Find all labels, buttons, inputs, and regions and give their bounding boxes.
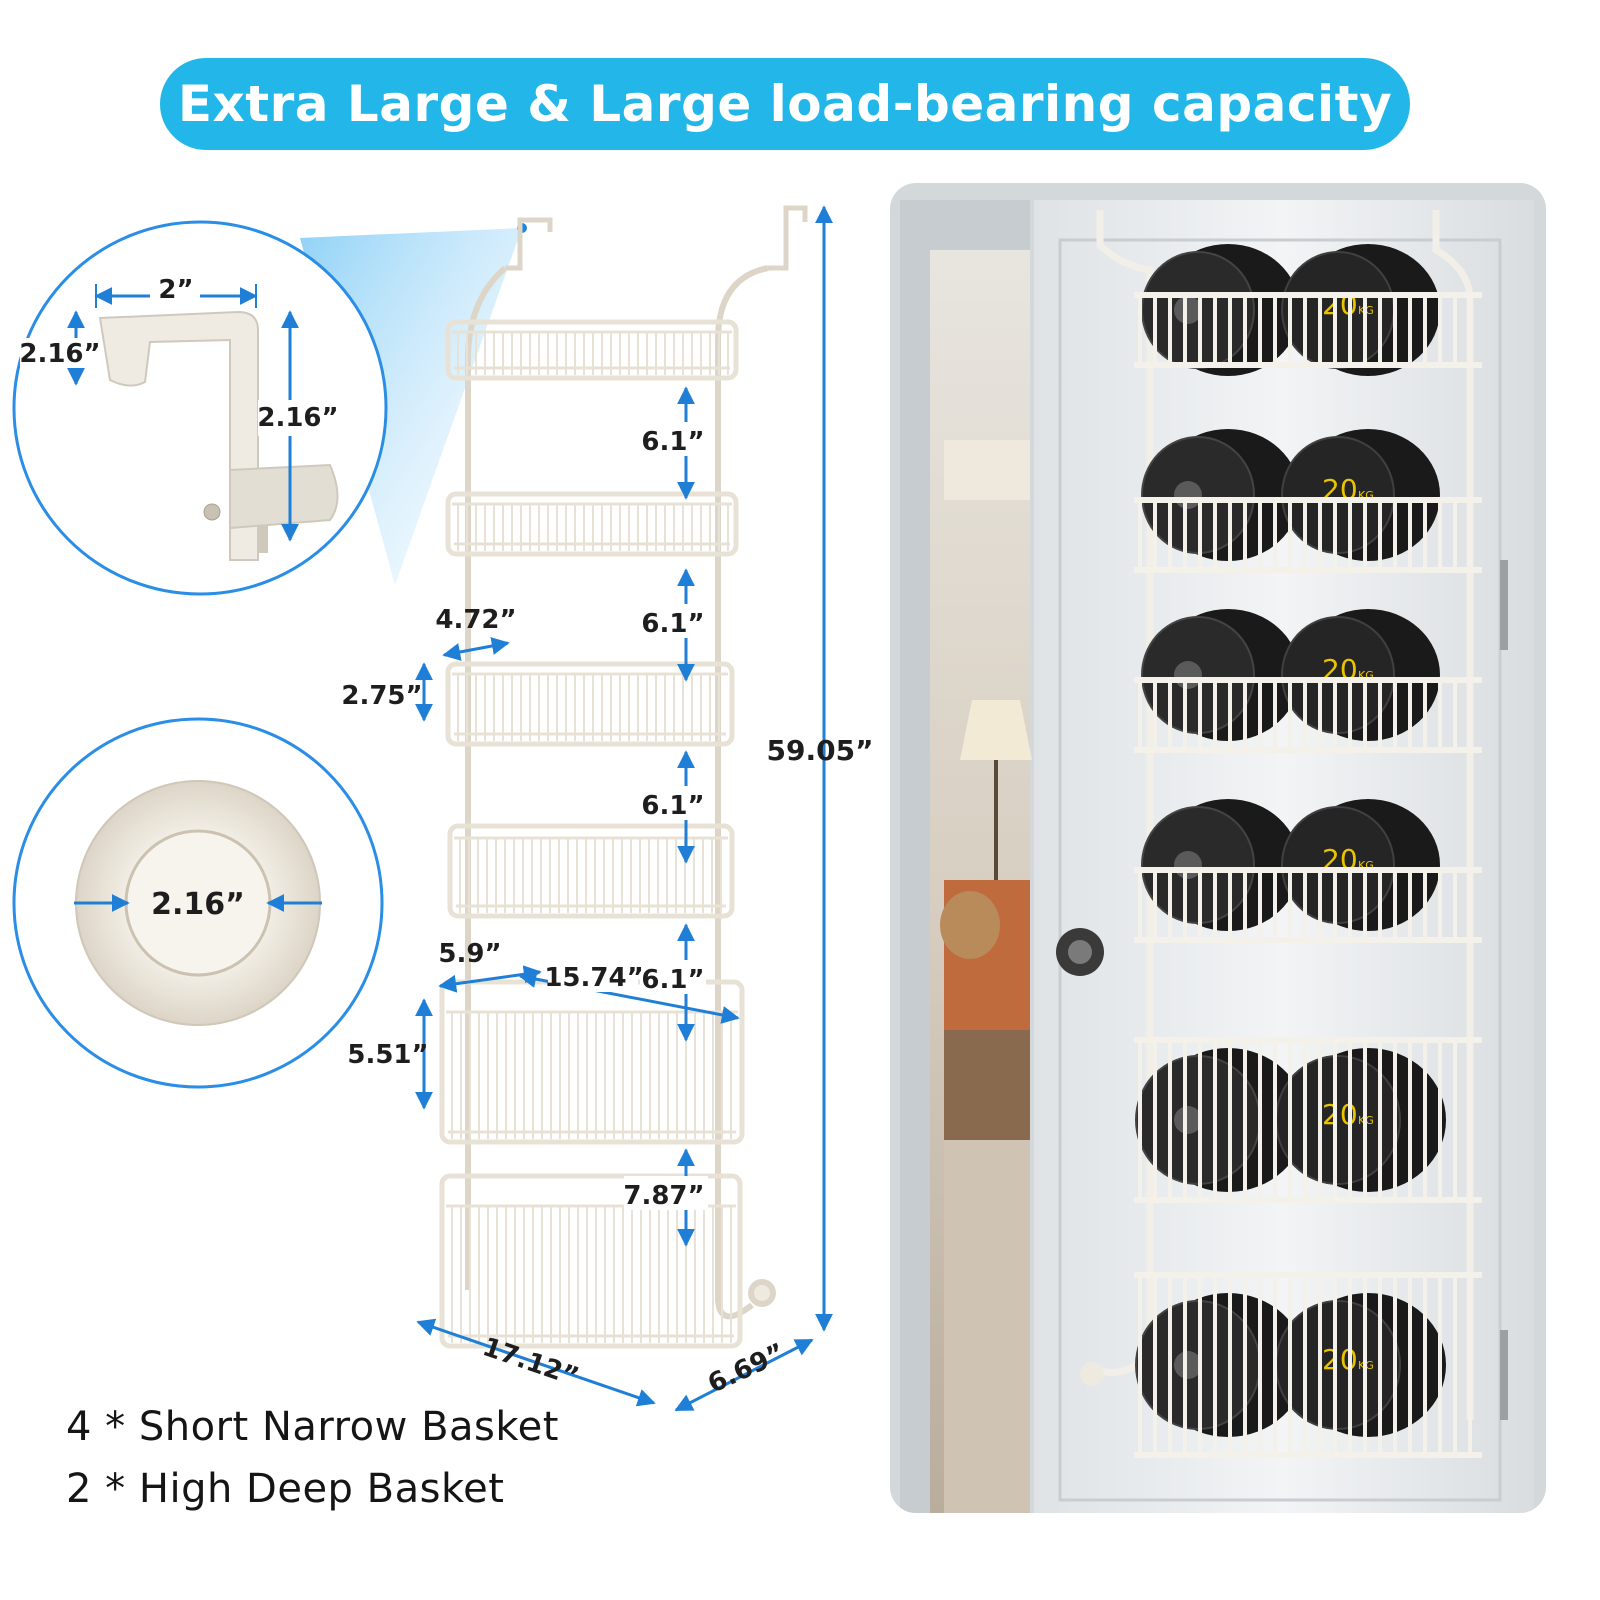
basket-5 xyxy=(439,979,745,1145)
gap-label-3: 6.1” xyxy=(641,791,704,821)
short-basket-depth-label: 4.72” xyxy=(435,605,516,635)
hook-height-left-label: 2.16” xyxy=(19,339,100,369)
hook-width-label: 2” xyxy=(158,275,193,305)
deep-basket-depth-label: 5.9” xyxy=(438,939,501,969)
title-text: Extra Large & Large load-bearing capacit… xyxy=(177,75,1393,133)
deep-basket-height-label: 5.51” xyxy=(347,1040,428,1070)
caption-short-baskets: 4 * Short Narrow Basket xyxy=(66,1404,559,1450)
baskets xyxy=(439,319,745,1349)
caption-deep-baskets: 2 * High Deep Basket xyxy=(66,1466,505,1512)
weight-label: 20 xyxy=(1322,1343,1358,1376)
hook-height-right-label: 2.16” xyxy=(257,403,338,433)
overall-width-label: 17.12” xyxy=(479,1332,583,1393)
deep-basket-width-label: 15.74” xyxy=(544,963,643,993)
gap-label-1: 6.1” xyxy=(641,427,704,457)
title-banner: Extra Large & Large load-bearing capacit… xyxy=(160,58,1410,150)
basket-4 xyxy=(447,823,735,919)
basket-3 xyxy=(445,661,735,747)
pad-diameter-label: 2.16” xyxy=(151,887,245,922)
short-basket-height-label: 2.75” xyxy=(341,681,422,711)
rack-drawing xyxy=(465,205,808,1320)
weight-label: 20 xyxy=(1322,1098,1358,1131)
gap-label-5: 7.87” xyxy=(623,1181,704,1211)
gap-label-2: 6.1” xyxy=(641,609,704,639)
total-height-label: 59.05” xyxy=(767,734,874,767)
basket-2 xyxy=(445,491,739,557)
gap-label-4: 6.1” xyxy=(641,965,704,995)
basket-1 xyxy=(445,319,739,381)
